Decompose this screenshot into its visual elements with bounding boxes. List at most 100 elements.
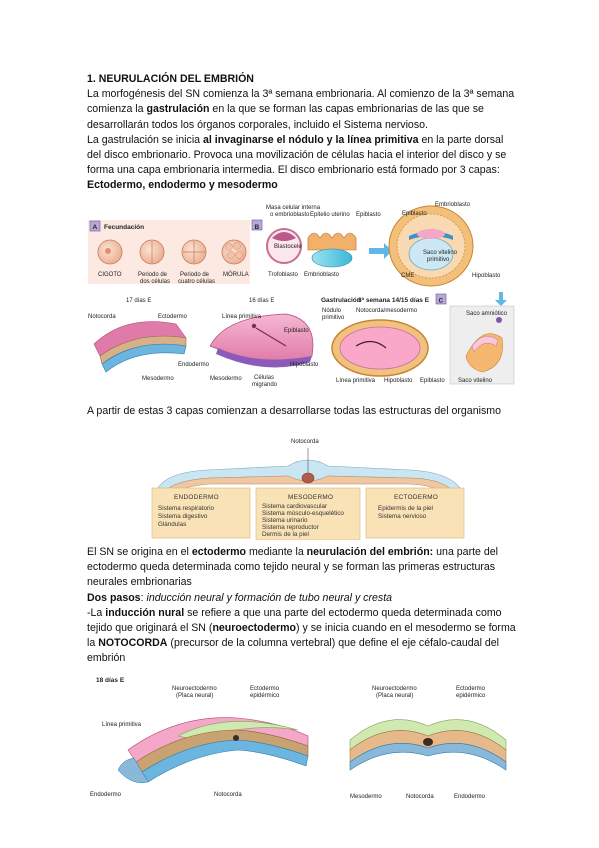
epiblasto-label-4: Epiblasto xyxy=(420,378,445,384)
ectodermo-title: ECTODERMO xyxy=(394,494,438,501)
neuroectodermo-label: Neuroectodermo xyxy=(172,686,217,692)
text-span: El SN se origina en el xyxy=(87,546,192,558)
mesodermo-item: Sistema músculo-esquelético xyxy=(262,510,344,517)
epitelio-label: Epitelio uterino xyxy=(310,212,350,218)
dias17-label: 17 días E xyxy=(126,298,151,304)
trofoblasto-label: Trofoblasto xyxy=(268,272,298,278)
bold-term: ectodermo xyxy=(191,546,246,558)
text-span: La gastrulación se inicia xyxy=(87,133,204,146)
capas-text: A partir de estas 3 capas comienzan a de… xyxy=(87,405,501,417)
ectodermo-box: ECTODERMO Epidermis de la piel Sistema n… xyxy=(365,487,465,539)
paragraph-sn-origin: El SN se origina en el ectodermo mediant… xyxy=(87,545,517,591)
mesodermo-item: Dermis de la piel xyxy=(262,531,309,538)
mesodermo-item: Sistema cardiovascular xyxy=(262,503,327,510)
bold-term: neuroectodermo xyxy=(212,622,297,635)
notocorda-mesodermo-label: Notocorda/mesodermo xyxy=(356,308,418,314)
fecundacion-label: Fecundación xyxy=(104,224,144,231)
bold-term: neurulación del embrión: xyxy=(306,546,434,558)
saco-vitelino-label-2: primitivo xyxy=(427,257,450,263)
blastocele-label: Blastocele xyxy=(274,244,302,250)
epiblasto-label: Epiblasto xyxy=(356,212,381,218)
bold-term: gastrulación xyxy=(146,103,210,116)
mesodermo-label-fig3: Mesodermo xyxy=(350,794,382,800)
saco-vitelino-label-3: Saco vitelino xyxy=(458,378,493,384)
morula-label: MÓRULA xyxy=(223,271,249,278)
placa-neural-label: (Placa neural) xyxy=(176,693,213,699)
notocorda-label-fig3-2: Notocorda xyxy=(406,794,434,800)
paragraph-capas: A partir de estas 3 capas comienzan a de… xyxy=(87,404,547,419)
notocorda-label-fig3: Notocorda xyxy=(214,792,242,798)
amniotic-sac-illustration xyxy=(465,317,503,373)
panel-b-badge xyxy=(251,219,263,231)
paragraph-gastrulacion: La gastrulación se inicia al invaginarse… xyxy=(87,133,517,194)
dias16-label: 16 días E xyxy=(249,298,274,304)
gastrulacion-label: Gastrulación xyxy=(321,297,361,304)
embryonic-disc-16d xyxy=(209,313,314,368)
endodermo-label-fig3-2: Endodermo xyxy=(454,794,486,800)
text-span: una parte del ectodermo queda determinad… xyxy=(87,546,499,589)
intro-text: 1. NEURULACIÓN DEL EMBRIÓN La morfogénes… xyxy=(87,72,517,194)
cigoto-label: CIGOTO xyxy=(98,272,122,278)
cuatro-celulas-label: Periodo de xyxy=(180,272,210,278)
ectodermo-epidermico-label-4: epidérmico xyxy=(456,693,486,699)
bold-term: Dos pasos xyxy=(87,591,141,604)
embrioblasto-label: Embrioblasto xyxy=(304,272,340,278)
embryo-ring-14d xyxy=(331,319,429,377)
semana3-label: 3ª semana 14/15 días E xyxy=(358,297,430,304)
ectodermo-epidermico-label-3: Ectodermo xyxy=(456,686,486,692)
celulas-migrando-label-2: migrando xyxy=(252,382,278,388)
text-span: se refiere a que una parte del ectodermo… xyxy=(87,606,502,635)
saco-vitelino-label: Saco vitelino xyxy=(423,250,458,256)
bold-term: al invaginarse el nódulo y la línea prim… xyxy=(203,133,419,146)
ectodermo-item: Sistema nervioso xyxy=(378,513,427,520)
ectodermo-epidermico-label-2: epidérmico xyxy=(250,693,280,699)
endodermo-label-fig3: Endodermo xyxy=(90,792,122,798)
hipoblasto-label-2: Hipoblasto xyxy=(290,362,319,368)
arrow-down-icon xyxy=(495,292,507,306)
figure-embryo-development: A Fecundación CIGOTO Periodo de dos célu… xyxy=(88,202,515,388)
figure-germ-layers: Notocorda ENDODERMO Sistema respiratorio… xyxy=(151,439,465,540)
bold-term: inducción nural xyxy=(105,606,185,619)
text-span: en la parte dorsal del disco embrionario… xyxy=(87,133,507,177)
ectodermo-epidermico-label: Ectodermo xyxy=(250,686,280,692)
hipoblasto-label: Hipoblasto xyxy=(472,273,501,279)
neurulation-text: El SN se origina en el ectodermo mediant… xyxy=(87,545,517,667)
endodermo-title: ENDODERMO xyxy=(174,494,219,501)
panel-c-badge xyxy=(435,293,447,305)
panel-a-badge xyxy=(89,220,101,232)
panel-b-label: B xyxy=(255,224,260,231)
paragraph-dos-pasos: Dos pasos: inducción neural y formación … xyxy=(87,591,517,606)
nodulo-label: Nódulo xyxy=(322,308,342,314)
text-span: mediante la xyxy=(246,546,307,558)
endodermo-label: Endodermo xyxy=(178,362,210,368)
bold-term: NOTOCORDA xyxy=(98,637,168,650)
notocorda-label-fig2: Notocorda xyxy=(291,439,319,445)
neuroectodermo-label-2: Neuroectodermo xyxy=(372,686,417,692)
panel-a-label: A xyxy=(93,224,98,231)
mesodermo-item: Sistema reproductor xyxy=(262,524,319,531)
text-span: en la que se forman las capas embrionari… xyxy=(87,103,484,131)
arrow-right-icon xyxy=(369,243,392,259)
endodermo-item: Sistema respiratorio xyxy=(158,505,214,512)
four-cell-stage xyxy=(181,239,207,265)
masa-celular-label-2: o embrioblasto xyxy=(270,212,310,218)
implanted-embryo xyxy=(388,205,474,287)
mesodermo-box: MESODERMO Sistema cardiovascular Sistema… xyxy=(255,487,361,540)
text-span: -La xyxy=(87,606,106,619)
paragraph-morfogenesis: La morfogénesis del SN comienza la 3ª se… xyxy=(87,87,517,133)
celulas-migrando-label: Células xyxy=(254,375,274,381)
morula xyxy=(221,239,247,265)
ectodermo-label: Ectodermo xyxy=(158,314,188,320)
cuatro-celulas-label-2: cuatro células xyxy=(178,279,215,285)
hipoblasto-label-3: Hipoblasto xyxy=(384,378,413,384)
epiblasto-label-3: Epiblasto xyxy=(284,328,309,334)
dos-celulas-label: Periodo de xyxy=(138,272,168,278)
mesodermo-item: Sistema urinario xyxy=(262,517,308,524)
neural-plate-3d xyxy=(117,717,309,783)
embrioblasto-label-2: Embrioblasto xyxy=(435,202,471,208)
italic-term: inducción neural y formación de tubo neu… xyxy=(146,591,393,604)
cigoto-cell xyxy=(97,239,123,265)
ectodermo-item: Epidermis de la piel xyxy=(378,505,433,512)
mesodermo-label-2: Mesodermo xyxy=(210,376,242,382)
linea-primitiva-label-2: Línea primitiva xyxy=(336,378,376,384)
